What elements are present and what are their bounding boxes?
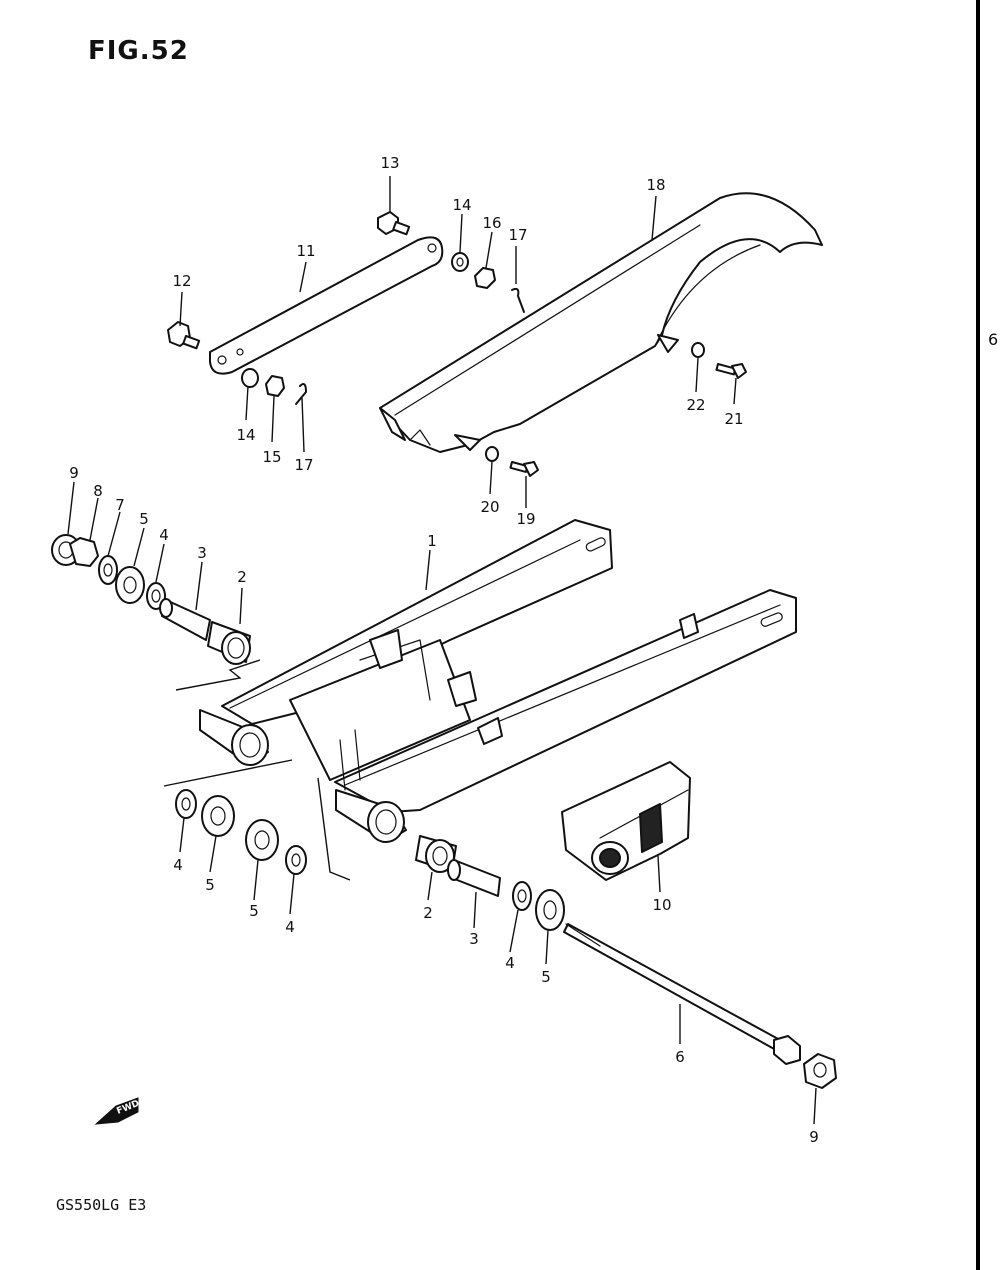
part-19-bolt xyxy=(509,461,539,477)
page-edge-rule xyxy=(976,0,980,1270)
part-4-washer-lower-b xyxy=(285,845,307,875)
model-code: GS550LG E3 xyxy=(56,1196,147,1214)
callout-15: 15 xyxy=(262,448,281,466)
callout-13: 13 xyxy=(380,154,399,172)
callout-18: 18 xyxy=(646,176,665,194)
callout-4-lower-b: 4 xyxy=(285,918,295,936)
callout-2-right: 2 xyxy=(423,904,433,922)
callout-4-lower-a: 4 xyxy=(173,856,183,874)
callout-6: 6 xyxy=(675,1048,685,1066)
part-6-pivot-shaft xyxy=(563,923,801,1065)
callout-14-upper: 14 xyxy=(452,196,471,214)
part-22-washer xyxy=(691,342,705,358)
edge-mark: 6 xyxy=(988,330,999,349)
callout-21: 21 xyxy=(724,410,743,428)
part-21-bolt xyxy=(715,362,747,379)
part-7-washer xyxy=(98,555,118,585)
part-17-cotter-pin-lower xyxy=(295,383,307,405)
leader-lines xyxy=(67,176,817,1125)
callout-17-upper: 17 xyxy=(508,226,527,244)
part-12-bolt xyxy=(167,321,201,350)
callout-16: 16 xyxy=(482,214,501,232)
part-2-bearing-left xyxy=(207,621,251,665)
callout-2-left: 2 xyxy=(237,568,247,586)
part-15-nut xyxy=(265,375,285,397)
callout-5-lower-a: 5 xyxy=(205,876,215,894)
callout-7: 7 xyxy=(115,496,125,514)
callout-3-left: 3 xyxy=(197,544,207,562)
callout-5-left: 5 xyxy=(139,510,149,528)
part-4-washer-lower-a xyxy=(175,789,197,819)
part-14-washer-upper xyxy=(451,252,469,272)
part-13-bolt xyxy=(377,211,411,236)
part-8-nut xyxy=(69,537,99,567)
part-5-seal-lower-b xyxy=(245,819,279,861)
callout-4-left: 4 xyxy=(159,526,169,544)
part-14-washer-lower xyxy=(241,368,259,388)
callout-9-left: 9 xyxy=(69,464,79,482)
callout-9-right: 9 xyxy=(809,1128,819,1146)
fwd-arrow-icon: FWD xyxy=(94,1097,141,1125)
callout-20: 20 xyxy=(480,498,499,516)
part-20-washer xyxy=(485,446,499,462)
callout-4-right: 4 xyxy=(505,954,515,972)
callout-17-lower: 17 xyxy=(294,456,313,474)
callout-3-right: 3 xyxy=(469,930,479,948)
part-18-chain-case xyxy=(379,192,823,453)
callout-19: 19 xyxy=(516,510,535,528)
callout-labels: 13 11 12 14 16 17 18 14 15 17 22 21 20 1… xyxy=(69,154,819,1146)
callout-5-lower-b: 5 xyxy=(249,902,259,920)
callout-5-right: 5 xyxy=(541,968,551,986)
part-2-bearing-right xyxy=(415,835,457,873)
part-17-cotter-pin-upper xyxy=(511,287,525,313)
figure-title: FIG.52 xyxy=(88,36,189,66)
callout-1: 1 xyxy=(427,532,437,550)
part-5-seal-lower-a xyxy=(201,795,235,837)
part-3-spacer-left xyxy=(159,598,211,641)
callout-12: 12 xyxy=(172,272,191,290)
part-11-torque-link xyxy=(209,236,444,375)
part-9-nut-right xyxy=(803,1053,837,1089)
callout-11: 11 xyxy=(296,242,315,260)
part-10-chain-guide xyxy=(561,761,691,881)
part-5-seal-left-upper xyxy=(115,566,145,604)
part-16-nut xyxy=(474,267,496,289)
part-1-swingarm xyxy=(199,519,797,843)
callout-8: 8 xyxy=(93,482,103,500)
part-4-washer-right xyxy=(512,881,532,911)
callout-10: 10 xyxy=(652,896,671,914)
part-5-seal-right xyxy=(535,889,565,931)
part-3-spacer-right xyxy=(447,859,501,897)
callout-22: 22 xyxy=(686,396,705,414)
callout-14-lower: 14 xyxy=(236,426,255,444)
